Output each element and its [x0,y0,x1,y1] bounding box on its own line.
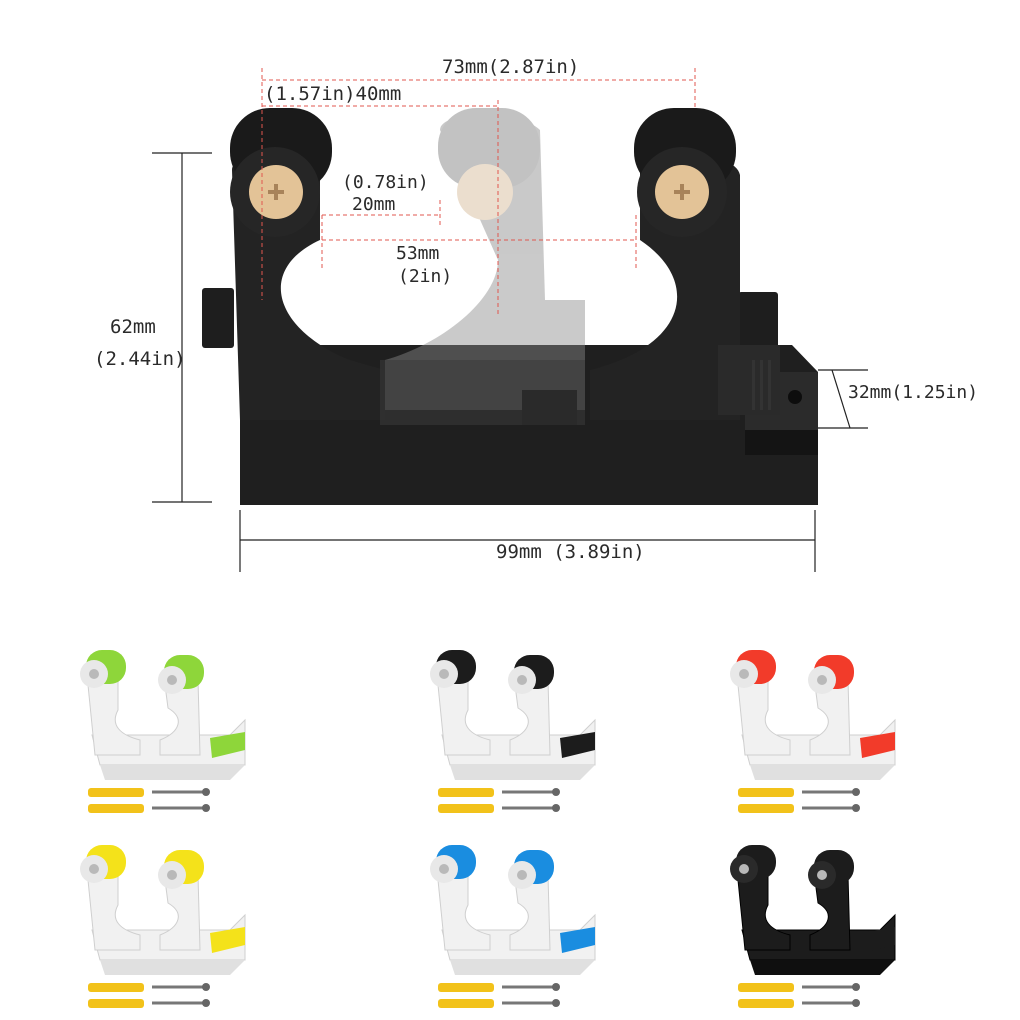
variant-yellow [80,845,246,1008]
latch-ribs [522,345,780,425]
main-holder-illustration [152,68,868,572]
right-screw-icon [655,165,709,219]
dim-gap-20-in: (0.78in) [342,172,429,193]
outer-dimension-lines [152,152,868,572]
variant-black [430,650,596,813]
base-step-shadow [745,430,818,455]
dim-height-mm: 62mm [110,316,156,338]
right-tab [738,292,778,356]
mount-hole-right [788,390,802,404]
dim-base-height: 32mm(1.25in) [848,382,979,403]
dim-span-53-mm: 53mm [396,243,440,264]
dim-height-in: (2.44in) [94,348,186,370]
dim-span-53-in: (2in) [398,266,453,287]
variant-red [730,650,896,813]
dim-gap-20-mm: 20mm [352,194,396,215]
ghost-arm [385,108,585,410]
variant-all-black [730,845,896,1008]
variant-green [80,650,246,813]
dim-inner-40: (1.57in)40mm [264,83,402,105]
variant-blue [430,845,596,1008]
dimension-lines [261,68,696,315]
left-tab [202,288,234,348]
dim-width-total: 73mm(2.87in) [442,56,580,78]
left-screw-icon [249,165,303,219]
dim-base-width: 99mm (3.89in) [496,541,645,563]
